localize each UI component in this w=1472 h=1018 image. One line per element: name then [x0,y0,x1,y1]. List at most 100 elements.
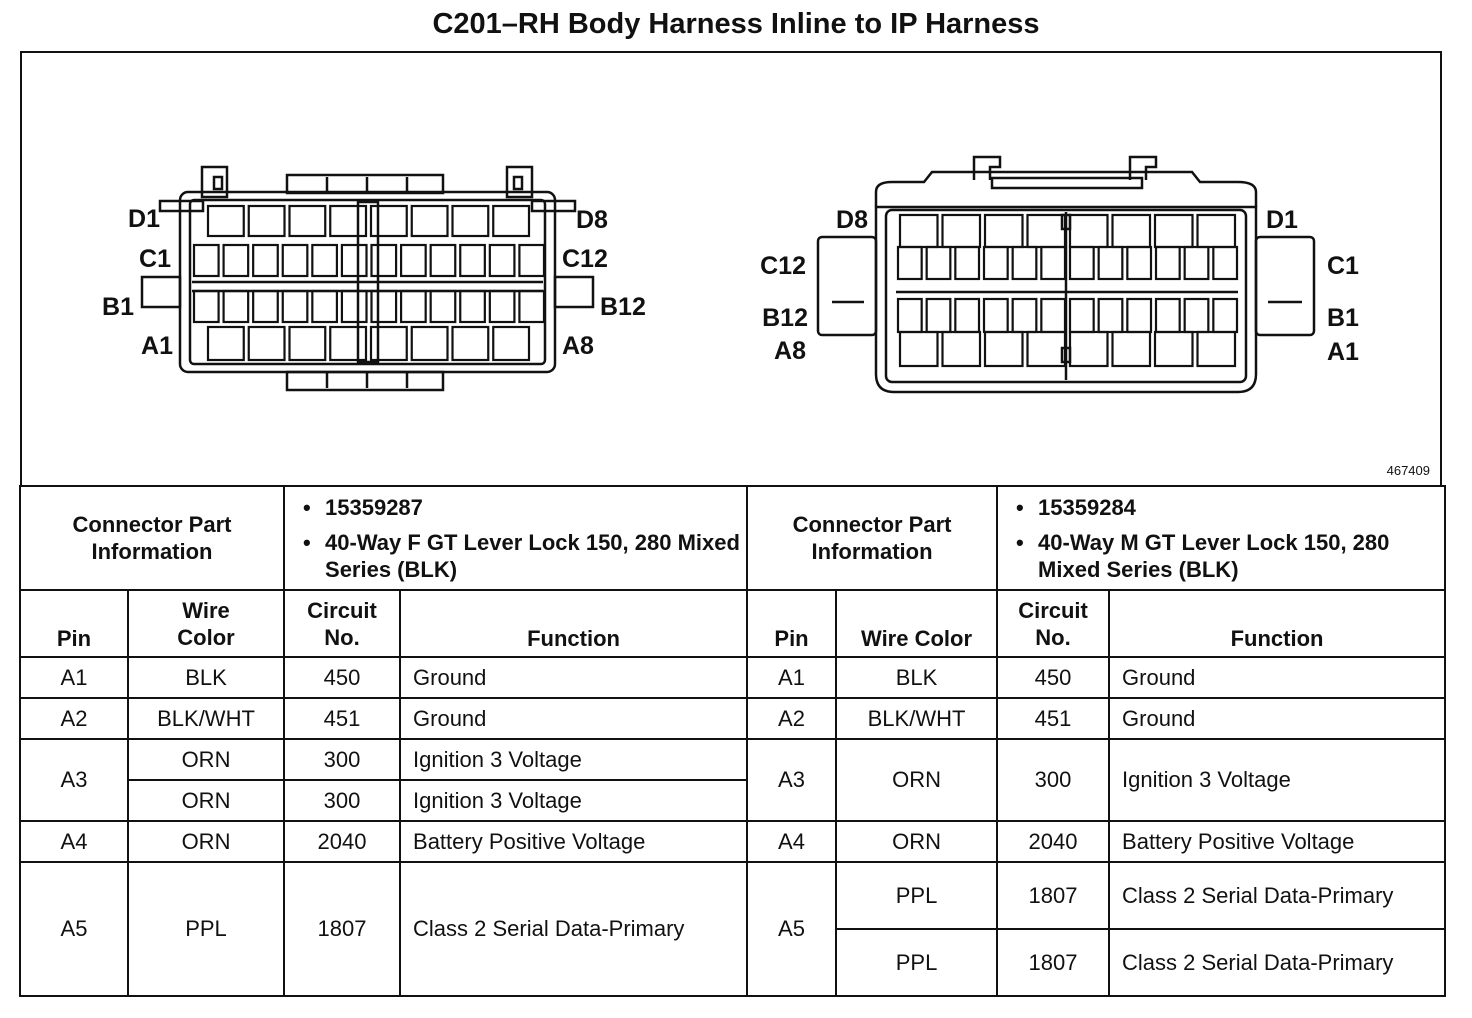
wire-color-cell: PPL [835,861,999,930]
connector-cavity [1196,330,1237,368]
connector-cavity [896,297,923,334]
col-header-wire-color: Wire Color [835,589,999,658]
circuit-cell: 2040 [283,820,402,863]
connector-cavity [1111,330,1152,368]
circuit-cell: 1807 [996,928,1111,997]
connector-cavity [370,243,398,278]
connector-cavity [941,213,982,249]
connector-cavity [1196,213,1237,249]
connector-cavity [941,330,982,368]
pin-label: D8 [836,206,868,234]
connector-cavity [206,325,245,362]
connector-cavity [451,325,490,362]
connector-cavity [954,245,981,281]
pin-cell: A1 [746,656,838,699]
function-cell: Class 2 Serial Data-Primary [1108,928,1447,997]
function-cell: Class 2 Serial Data-Primary [399,861,749,997]
pin-label: D1 [1266,206,1298,234]
connector-cavity [369,204,408,238]
function-cell: Ignition 3 Voltage [1108,738,1447,822]
function-cell: Ignition 3 Voltage [399,779,749,822]
circuit-cell: 2040 [996,820,1111,863]
pin-cell: A4 [19,820,129,863]
connector-cavity [1154,297,1181,334]
pin-label: A1 [141,332,173,360]
circuit-cell: 451 [996,697,1111,740]
right-part-info: 15359284 40-Way M GT Lever Lock 150, 280… [996,485,1447,591]
wire-color-cell: ORN [835,820,999,863]
pin-label: D1 [128,205,160,233]
connector-cavity [1126,297,1153,334]
connector-cavity [340,289,368,324]
connector-cavity [206,204,245,238]
pin-label: C12 [562,245,608,273]
connector-cavity [192,289,220,324]
right-connector-drawing [816,155,1316,394]
connector-cavity [1153,213,1194,249]
col-header-pin: Pin [746,589,838,658]
wire-color-cell: ORN [126,779,286,822]
circuit-cell: 451 [283,697,402,740]
connector-cavity [410,325,449,362]
circuit-cell: 300 [283,738,402,781]
connector-cavity [1040,297,1067,334]
table-row: A4 ORN 2040 Battery Positive Voltage A4 … [19,820,1447,863]
table-row: PPL 1807 Class 2 Serial Data-Primary [20,928,1447,997]
connector-cavity [1183,245,1210,281]
connector-cavity [1068,245,1095,281]
col-header-function: Function [1108,589,1447,658]
pin-label: A8 [562,332,594,360]
connector-cavity [252,289,279,324]
connector-cavity [898,330,939,368]
wire-color-cell: BLK/WHT [835,697,999,740]
pin-cell: A5 [746,861,838,997]
connector-cavity [370,289,398,324]
connector-cavity [1097,245,1124,281]
pin-label: A1 [1327,338,1359,366]
connector-cavity [451,204,490,238]
connector-cavity [1026,213,1067,249]
connector-cavity [898,213,939,249]
connector-cavity [340,243,368,278]
function-cell: Class 2 Serial Data-Primary [1108,861,1447,930]
connector-cavity [492,325,531,362]
left-part-number: 15359287 [303,494,746,521]
connector-cavity [1212,245,1239,281]
col-header-pin: Pin [19,589,129,658]
connector-cavity [288,325,327,362]
pin-cell: A3 [746,738,838,822]
connector-cavity [1212,297,1239,334]
connector-cavity [222,289,250,324]
table-row: A2 BLK/WHT 451 Ground A2 BLK/WHT 451 Gro… [19,697,1447,740]
connector-cavity [1126,245,1153,281]
pin-label: C1 [1327,252,1359,280]
connector-cavity [518,243,546,278]
circuit-cell: 450 [283,656,402,699]
pin-label: C1 [139,245,171,273]
left-part-description: 40-Way F GT Lever Lock 150, 280 Mixed Se… [303,529,746,583]
connector-cavity [954,297,981,334]
table-row: A3 ORN 300 Ignition 3 Voltage A3 ORN 300… [19,738,1447,822]
connector-cavity [1183,297,1210,334]
connector-cavity [983,213,1024,249]
connector-cavity [518,289,546,324]
connector-cavity [982,245,1009,281]
connector-cavity [399,289,427,324]
figure-id: 467409 [1387,463,1430,478]
connector-cavity [410,204,449,238]
pin-cell: A2 [746,697,838,740]
pin-label: B1 [102,293,134,321]
function-cell: Battery Positive Voltage [399,820,749,863]
connector-cavity [459,289,486,324]
wire-color-cell: ORN [126,738,286,781]
circuit-cell: 450 [996,656,1111,699]
connector-cavity [1011,245,1038,281]
left-connector-drawing [140,165,595,392]
connector-cavity [1111,213,1152,249]
wire-color-cell: PPL [835,928,999,997]
connector-cavity [896,245,923,281]
connector-cavity [192,243,220,278]
